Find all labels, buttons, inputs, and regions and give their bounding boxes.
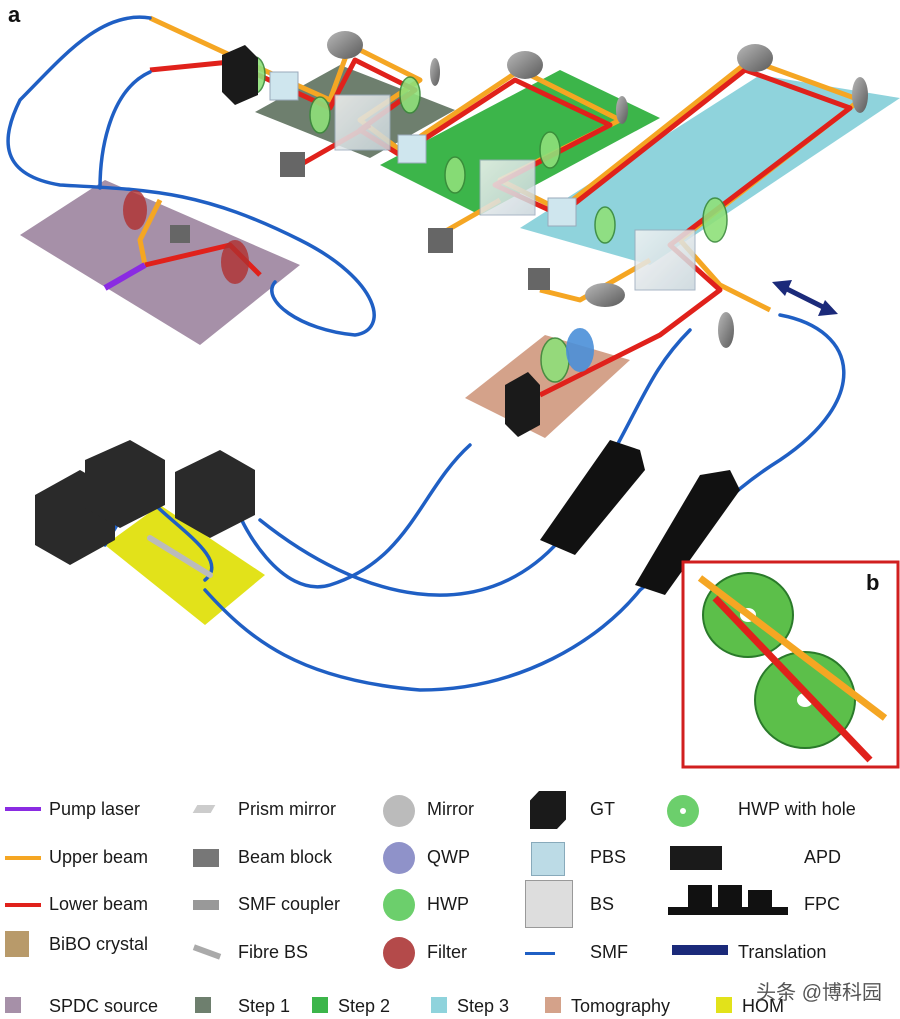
fpc-paddle-2 xyxy=(718,885,742,909)
legend-pump-laser: Pump laser xyxy=(49,799,141,819)
beam-splitters xyxy=(269,71,696,291)
translation-swatch xyxy=(672,945,728,955)
inset-b-content xyxy=(697,572,888,763)
legend-prism-mirror: Prism mirror xyxy=(238,799,336,819)
step2-swatch xyxy=(312,997,328,1013)
legend-qwp: QWP xyxy=(427,847,470,867)
panel-label-b: b xyxy=(866,570,880,595)
legend-tomography: Tomography xyxy=(571,996,671,1016)
legend-smf-coupler: SMF coupler xyxy=(238,894,341,914)
translation-arrow xyxy=(772,280,838,316)
step3-swatch xyxy=(431,997,447,1013)
legend-pbs: PBS xyxy=(590,847,627,867)
watermark: 头条 @博科园 xyxy=(756,982,882,1004)
upper-beam-swatch xyxy=(5,856,41,860)
qwp-swatch xyxy=(383,842,415,874)
fpc-swatch xyxy=(668,907,788,915)
legend-fpc: FPC xyxy=(804,894,840,914)
hwp-swatch xyxy=(383,889,415,921)
legend-gt: GT xyxy=(590,799,615,819)
legend-step1: Step 1 xyxy=(238,996,291,1016)
fibre-bs-swatch xyxy=(192,944,222,960)
beam-blocks xyxy=(170,152,550,290)
apd-detectors xyxy=(35,440,255,565)
beam-block-swatch xyxy=(193,849,219,867)
legend-upper-beam: Upper beam xyxy=(49,847,149,867)
gt-swatch xyxy=(530,791,566,829)
fpc-paddle-3 xyxy=(748,890,772,909)
apd-swatch xyxy=(670,846,722,870)
gt-polarizers xyxy=(222,45,540,437)
step1-swatch xyxy=(195,997,211,1013)
mirror-swatch xyxy=(383,795,415,827)
legend-translation: Translation xyxy=(738,942,827,962)
wave-plates xyxy=(244,56,728,383)
legend-fibre-bs: Fibre BS xyxy=(238,942,309,962)
legend-filter: Filter xyxy=(427,942,467,962)
bibo-crystal-swatch xyxy=(5,931,29,957)
setup-diagram xyxy=(6,15,900,769)
fibre-bs xyxy=(147,535,213,578)
fpc-paddle-1 xyxy=(688,885,712,909)
legend-step3: Step 3 xyxy=(457,996,510,1016)
legend-mirror: Mirror xyxy=(427,799,474,819)
prism-mirror-swatch xyxy=(192,805,216,813)
qwp-plate xyxy=(566,328,594,372)
legend-step2: Step 2 xyxy=(338,996,391,1016)
bs-swatch xyxy=(525,880,573,928)
legend-beam-block: Beam block xyxy=(238,847,333,867)
tomography-swatch xyxy=(545,997,561,1013)
hwp-hole xyxy=(680,808,686,814)
legend-hom: HOM xyxy=(742,996,784,1016)
legend-apd: APD xyxy=(804,847,842,867)
legend-lower-beam: Lower beam xyxy=(49,894,149,914)
filter-swatch xyxy=(383,937,415,969)
hom-platform xyxy=(105,505,265,625)
legend-smf: SMF xyxy=(590,942,628,962)
filters xyxy=(123,190,249,284)
legend-bs: BS xyxy=(590,894,615,914)
fpc-controllers xyxy=(540,440,740,595)
legend-hwp-with-hole: HWP with hole xyxy=(738,799,856,819)
legend-spdc-source: SPDC source xyxy=(49,996,159,1016)
smf-coupler-swatch xyxy=(193,900,219,910)
panel-label-a: a xyxy=(8,2,21,27)
pump-laser xyxy=(103,262,147,291)
pump-laser-swatch xyxy=(5,807,41,811)
mirrors xyxy=(327,31,868,348)
hom-swatch xyxy=(716,997,732,1013)
legend: Pump laser Upper beam Lower beam BiBO cr… xyxy=(0,785,900,1019)
step3-platform xyxy=(520,75,900,265)
legend-hwp: HWP xyxy=(427,894,469,914)
smf-swatch xyxy=(525,952,555,955)
legend-bibo-crystal: BiBO crystal xyxy=(49,934,149,954)
pbs-swatch xyxy=(531,842,565,876)
lower-beam-swatch xyxy=(5,903,41,907)
spdc-source-swatch xyxy=(5,997,21,1013)
